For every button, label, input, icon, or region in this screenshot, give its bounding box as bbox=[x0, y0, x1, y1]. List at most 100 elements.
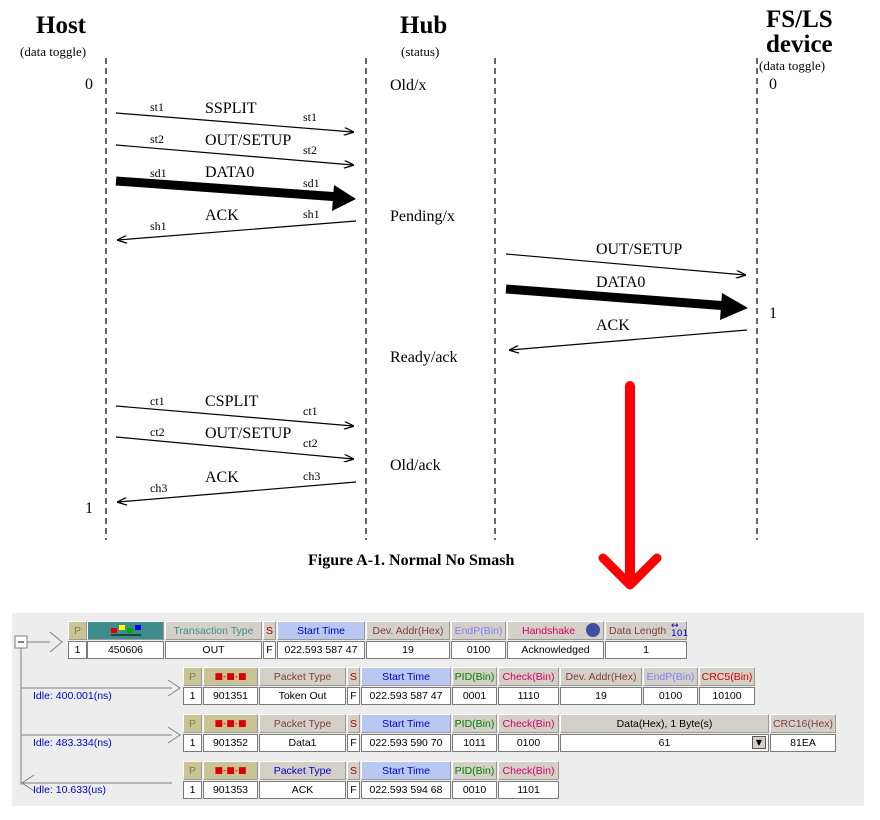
packet-value: 901353 bbox=[203, 781, 258, 799]
packet-value: 1101 bbox=[498, 781, 559, 799]
packet-tag: sd1 bbox=[303, 176, 320, 190]
col-header-s[interactable]: S bbox=[263, 621, 276, 640]
out-setup-arrow-1 bbox=[115, 144, 353, 165]
out-setup-arrow-2 bbox=[115, 436, 353, 459]
hub-state: Pending/x bbox=[390, 208, 455, 225]
packet-label: ACK bbox=[205, 469, 239, 486]
col-header-check[interactable]: Check(Bin) bbox=[498, 761, 559, 780]
col-header-s[interactable]: S bbox=[347, 714, 360, 733]
packet-label: DATA0 bbox=[596, 274, 646, 291]
packet-tag: ct1 bbox=[303, 404, 318, 418]
packet-label: DATA0 bbox=[205, 164, 255, 181]
packet-data-value[interactable]: 61 bbox=[560, 734, 769, 752]
packet-value: 0100 bbox=[498, 734, 559, 752]
col-header-start-time[interactable]: Start Time bbox=[361, 761, 451, 780]
transaction-value: 450606 bbox=[87, 641, 164, 659]
transaction-value: 1 bbox=[605, 641, 687, 659]
col-header-dev-addr[interactable]: Dev. Addr(Hex) bbox=[366, 621, 450, 640]
col-header-p[interactable]: P bbox=[183, 667, 202, 686]
transaction-value: 022.593 587 47 bbox=[277, 641, 365, 659]
packet-value: 81EA bbox=[770, 734, 836, 752]
packet-value: 19 bbox=[560, 687, 642, 705]
transaction-icon[interactable] bbox=[87, 621, 164, 640]
device-title-line2: device bbox=[766, 31, 833, 58]
host-title: Host bbox=[36, 12, 86, 39]
col-header-handshake[interactable]: Handshake bbox=[507, 621, 604, 640]
col-header-crc16[interactable]: CRC16(Hex) bbox=[770, 714, 836, 733]
packet-icon[interactable]: ■-■-■ bbox=[203, 714, 258, 733]
col-header-p[interactable]: P bbox=[183, 714, 202, 733]
col-header-packet-type[interactable]: Packet Type bbox=[259, 761, 346, 780]
packet-value: 1 bbox=[183, 734, 202, 752]
packet-value: 1 bbox=[183, 687, 202, 705]
packet-value: 1110 bbox=[498, 687, 559, 705]
col-header-start-time[interactable]: Start Time bbox=[361, 714, 451, 733]
csplit-arrow bbox=[115, 405, 353, 426]
packet-value: 1 bbox=[183, 781, 202, 799]
hub-state: Old/x bbox=[390, 77, 427, 94]
col-header-start-time[interactable]: Start Time bbox=[361, 667, 451, 686]
col-header-pid[interactable]: PID(Bin) bbox=[452, 714, 497, 733]
col-header-check[interactable]: Check(Bin) bbox=[498, 667, 559, 686]
packet-glyph-icon: ■-■-■ bbox=[214, 765, 247, 776]
packet-label: ACK bbox=[205, 207, 239, 224]
packet-label: SSPLIT bbox=[205, 100, 257, 117]
col-header-pid[interactable]: PID(Bin) bbox=[452, 667, 497, 686]
col-header-start-time[interactable]: Start Time bbox=[277, 621, 365, 640]
handshake-icon bbox=[586, 623, 600, 637]
idle-time: Idle: 400.001(ns) bbox=[33, 690, 112, 702]
out-setup-arrow-device bbox=[505, 253, 745, 275]
data-length-icon: ↔101 bbox=[671, 621, 689, 639]
packet-tag: ct2 bbox=[150, 425, 165, 439]
ssplit-arrow bbox=[115, 112, 353, 132]
packet-value: 022.593 594 68 bbox=[361, 781, 451, 799]
packet-label: ACK bbox=[596, 317, 630, 334]
packet-tag: st1 bbox=[150, 100, 165, 114]
col-header-crc5[interactable]: CRC5(Bin) bbox=[699, 667, 755, 686]
hub-title: Hub bbox=[400, 12, 448, 39]
idle-time: Idle: 483.334(ns) bbox=[33, 737, 112, 749]
packet-tag: sd1 bbox=[150, 166, 167, 180]
data-dropdown-icon[interactable]: ▼ bbox=[752, 736, 766, 749]
transaction-value: F bbox=[263, 641, 276, 659]
packet-value: Data1 bbox=[259, 734, 346, 752]
packet-icon[interactable]: ■-■-■ bbox=[203, 761, 258, 780]
red-down-arrowhead bbox=[598, 553, 662, 590]
transaction-value: Acknowledged bbox=[507, 641, 604, 659]
col-header-dev-addr[interactable]: Dev. Addr(Hex) bbox=[560, 667, 642, 686]
packet-tag: ct1 bbox=[150, 394, 165, 408]
data0-arrowhead-1 bbox=[332, 185, 356, 211]
packet-value: 10100 bbox=[699, 687, 755, 705]
col-header-s[interactable]: S bbox=[347, 667, 360, 686]
packet-label: OUT/SETUP bbox=[205, 132, 292, 149]
packet-tag: st2 bbox=[150, 132, 165, 146]
col-header-check[interactable]: Check(Bin) bbox=[498, 714, 559, 733]
col-header-p[interactable]: P bbox=[183, 761, 202, 780]
col-header-data[interactable]: Data(Hex), 1 Byte(s) bbox=[560, 714, 769, 733]
packet-value: ACK bbox=[259, 781, 346, 799]
col-header-packet-type[interactable]: Packet Type bbox=[259, 714, 346, 733]
packet-value: F bbox=[347, 734, 360, 752]
col-header-endp[interactable]: EndP(Bin) bbox=[643, 667, 698, 686]
col-header-data-length[interactable]: Data Length bbox=[605, 621, 687, 640]
data0-arrow-device bbox=[505, 284, 729, 311]
packet-glyph-icon: ■-■-■ bbox=[214, 671, 247, 682]
packet-label: OUT/SETUP bbox=[205, 425, 292, 442]
packet-tag: ch3 bbox=[150, 481, 168, 495]
packet-tag: ch3 bbox=[303, 469, 321, 483]
col-header-s[interactable]: S bbox=[347, 761, 360, 780]
host-subtitle: (data toggle) bbox=[20, 44, 87, 59]
col-header-packet-type[interactable]: Packet Type bbox=[259, 667, 346, 686]
transaction-value: 0100 bbox=[451, 641, 506, 659]
col-header-pid[interactable]: PID(Bin) bbox=[452, 761, 497, 780]
packet-icon[interactable]: ■-■-■ bbox=[203, 667, 258, 686]
device-toggle-start: 0 bbox=[769, 76, 777, 93]
transaction-value: 19 bbox=[366, 641, 450, 659]
col-header-p[interactable]: P bbox=[68, 621, 87, 640]
packet-label: OUT/SETUP bbox=[596, 241, 683, 258]
col-header-transaction-type[interactable]: Transaction Type bbox=[165, 621, 262, 640]
data0-arrow-1 bbox=[115, 176, 341, 202]
col-header-endp[interactable]: EndP(Bin) bbox=[451, 621, 506, 640]
